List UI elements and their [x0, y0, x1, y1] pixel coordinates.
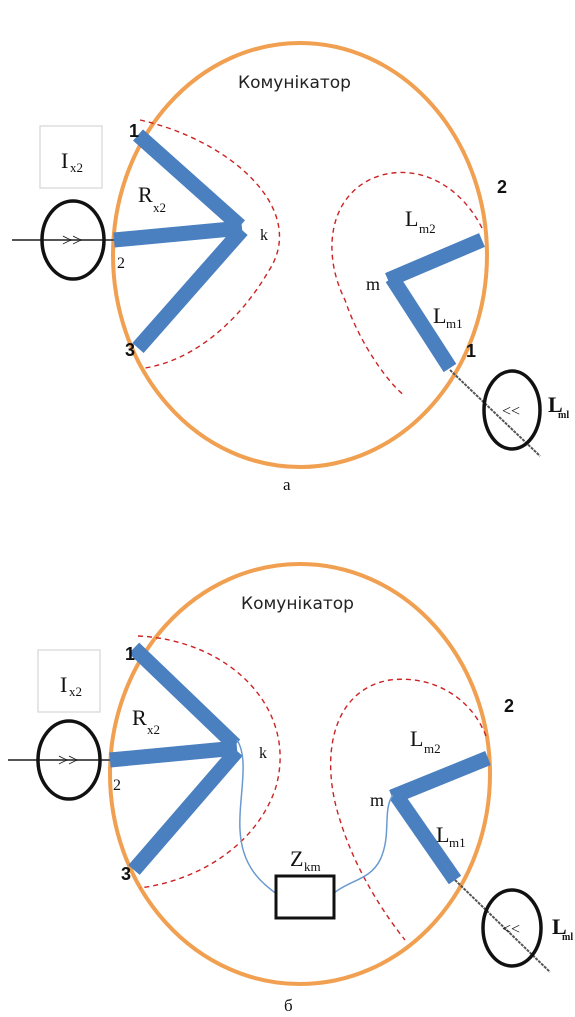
double-chevron-left-icon: <<	[502, 921, 520, 938]
double-chevron-left-icon: <<	[502, 403, 520, 420]
output-source: <<	[449, 369, 542, 457]
svg-text:x2: x2	[69, 684, 82, 699]
double-chevron-right-icon: >>	[58, 750, 78, 770]
impedance-wire-right	[333, 794, 394, 894]
node-m: m	[366, 274, 380, 294]
right-pin-2: 2	[504, 696, 514, 716]
left-dashed-contour	[137, 635, 281, 889]
resistor-label-sub: x2	[147, 722, 160, 737]
caption-b: б	[284, 996, 293, 1015]
inductor-m2-label: L	[410, 726, 423, 751]
inductor-m1-label: L	[436, 822, 449, 847]
node-k: k	[259, 745, 267, 762]
resistor-label: R	[138, 182, 153, 207]
input-label-box: I x2	[37, 649, 101, 713]
impedance-block	[274, 874, 336, 920]
diagram-b: Комунікатор Z km I x2	[8, 562, 573, 1015]
node-m: m	[370, 790, 384, 810]
resistor-label-sub: x2	[153, 200, 166, 215]
left-pin-2: 2	[117, 255, 125, 272]
input-label-box: I x2	[39, 125, 103, 189]
inductor-m2-label: L	[405, 206, 418, 231]
node-k: k	[260, 227, 268, 244]
communicator-title: Комунікатор	[241, 594, 354, 614]
impedance-label: Z	[290, 846, 303, 871]
output-label: L	[548, 392, 563, 417]
right-arms	[389, 751, 491, 885]
resistor-label: R	[132, 705, 147, 730]
output-source: <<	[454, 879, 551, 973]
communicator-ring	[108, 562, 492, 986]
left-dashed-contour	[139, 119, 281, 369]
input-source: >>	[8, 719, 110, 801]
diagram-a: Комунікатор I x2 >> R x2	[12, 41, 569, 494]
right-pin-1: 1	[466, 341, 476, 361]
left-pin-1: 1	[125, 644, 135, 664]
output-label-sub: ml	[558, 410, 569, 421]
communicator-ring	[111, 41, 489, 469]
right-dashed-contour	[331, 171, 483, 397]
left-pin-3: 3	[125, 340, 135, 360]
inductor-m2-sub: m2	[424, 741, 441, 756]
output-label: L	[552, 914, 567, 939]
communicator-title: Комунікатор	[238, 73, 351, 93]
left-pin-1: 1	[129, 121, 139, 141]
input-source: >>	[12, 199, 114, 281]
right-pin-2: 2	[497, 177, 507, 197]
impedance-wire	[236, 739, 279, 896]
left-pin-3: 3	[121, 864, 131, 884]
left-pin-2: 2	[113, 777, 121, 794]
svg-text:I: I	[61, 148, 68, 173]
inductor-m1-sub: m1	[446, 316, 463, 331]
double-chevron-right-icon: >>	[62, 230, 82, 250]
left-arms	[113, 129, 248, 353]
inductor-m1-sub: m1	[449, 835, 466, 850]
impedance-label-sub: km	[304, 859, 321, 874]
output-label-sub: ml	[562, 932, 573, 943]
caption-a: а	[283, 475, 291, 494]
svg-text:I: I	[60, 672, 67, 697]
right-dashed-contour	[329, 678, 487, 941]
svg-text:x2: x2	[70, 160, 83, 175]
right-arms	[385, 233, 485, 373]
left-arms	[109, 642, 243, 875]
inductor-m2-sub: m2	[419, 221, 436, 236]
inductor-m1-label: L	[433, 303, 446, 328]
